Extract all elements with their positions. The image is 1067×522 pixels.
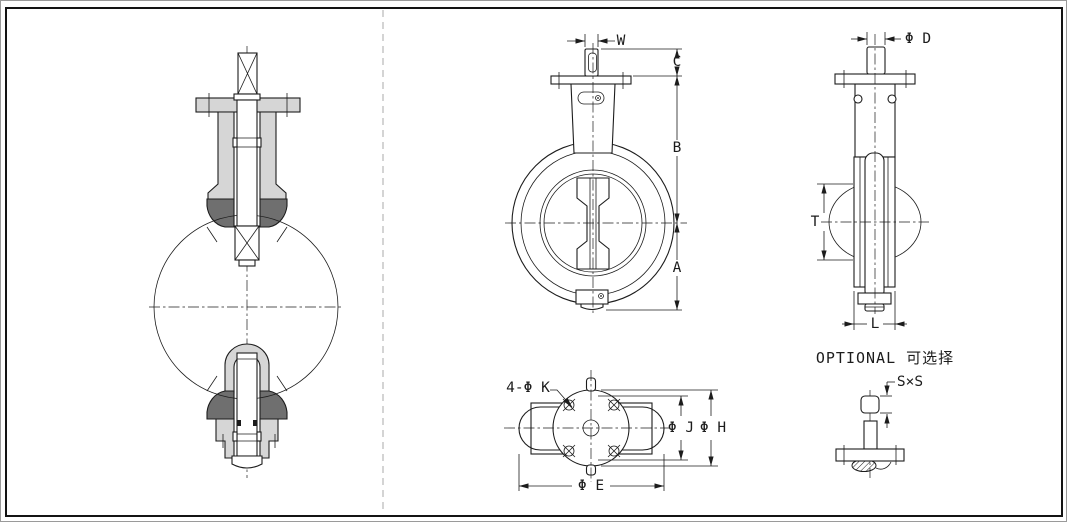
stem-shaft [236,99,258,227]
dim-label-phi-d: Φ D [905,31,931,47]
dim-label-b: B [673,140,682,156]
square-stem-head [860,395,880,414]
dim-label-phi-h: Φ H [700,420,726,436]
optional-stem [863,420,878,450]
side-view: Φ D T L [811,31,931,332]
stem-top-side [866,46,886,75]
dim-label-w: W [617,33,626,49]
neck-slot [577,91,605,105]
bottom-cap [231,455,263,469]
dim-label-c: C [673,54,682,70]
optional-title: OPTIONAL 可选择 [816,349,954,367]
section-view [149,46,344,478]
dim-label-a: A [673,260,682,276]
dim-label-phi-e: Φ E [578,478,604,494]
top-flange-front [550,75,632,85]
dim-label-phi-j: Φ J [668,420,694,436]
front-view: W C B A [505,33,687,316]
optional-detail-view: OPTIONAL 可选择 S×S [816,349,954,478]
optional-flange [835,448,905,462]
dim-label-s: S×S [897,374,923,390]
lower-stem [236,352,258,457]
dim-label-t: T [811,214,820,230]
top-view: 4-Φ K Φ J Φ H Φ E [504,370,726,494]
center-boss-column [864,152,885,300]
dim-label-4-phi-k: 4-Φ K [506,380,550,396]
seat-rings-dark [206,198,288,420]
dim-label-l: L [871,316,880,332]
